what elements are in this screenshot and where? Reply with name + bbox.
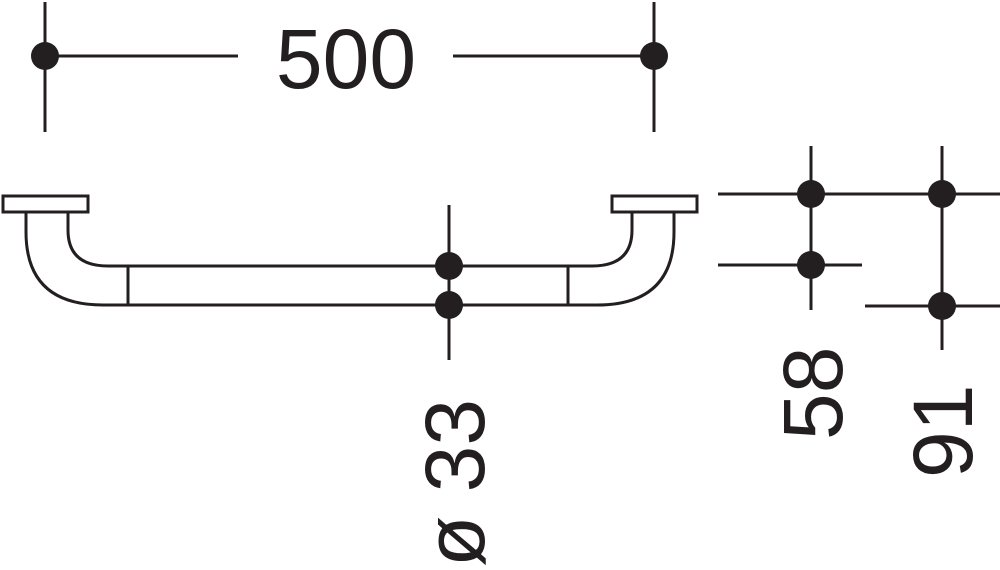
projection-91-terminator-top (928, 180, 956, 208)
wall-flange-right (610, 194, 699, 214)
wall-flange-left (1, 194, 90, 214)
projection-91-terminator-bottom (928, 292, 956, 320)
diameter-dimension: ø 33 (408, 205, 502, 567)
diameter-terminator-top (435, 252, 463, 280)
width-terminator-left (31, 42, 59, 70)
width-terminator-right (640, 42, 668, 70)
grab-bar (1, 194, 699, 307)
width-label: 500 (276, 12, 416, 106)
projection-91-label: 91 (896, 385, 990, 478)
grab-bar-body (24, 210, 676, 307)
projection-dimensions: 58 91 (718, 146, 1000, 478)
projection-58-label: 58 (766, 347, 860, 440)
diameter-label: ø 33 (408, 399, 502, 567)
projection-58-terminator-top (797, 180, 825, 208)
projection-58-terminator-bottom (797, 251, 825, 279)
width-dimension: 500 (31, 2, 668, 132)
diameter-terminator-bottom (435, 291, 463, 319)
